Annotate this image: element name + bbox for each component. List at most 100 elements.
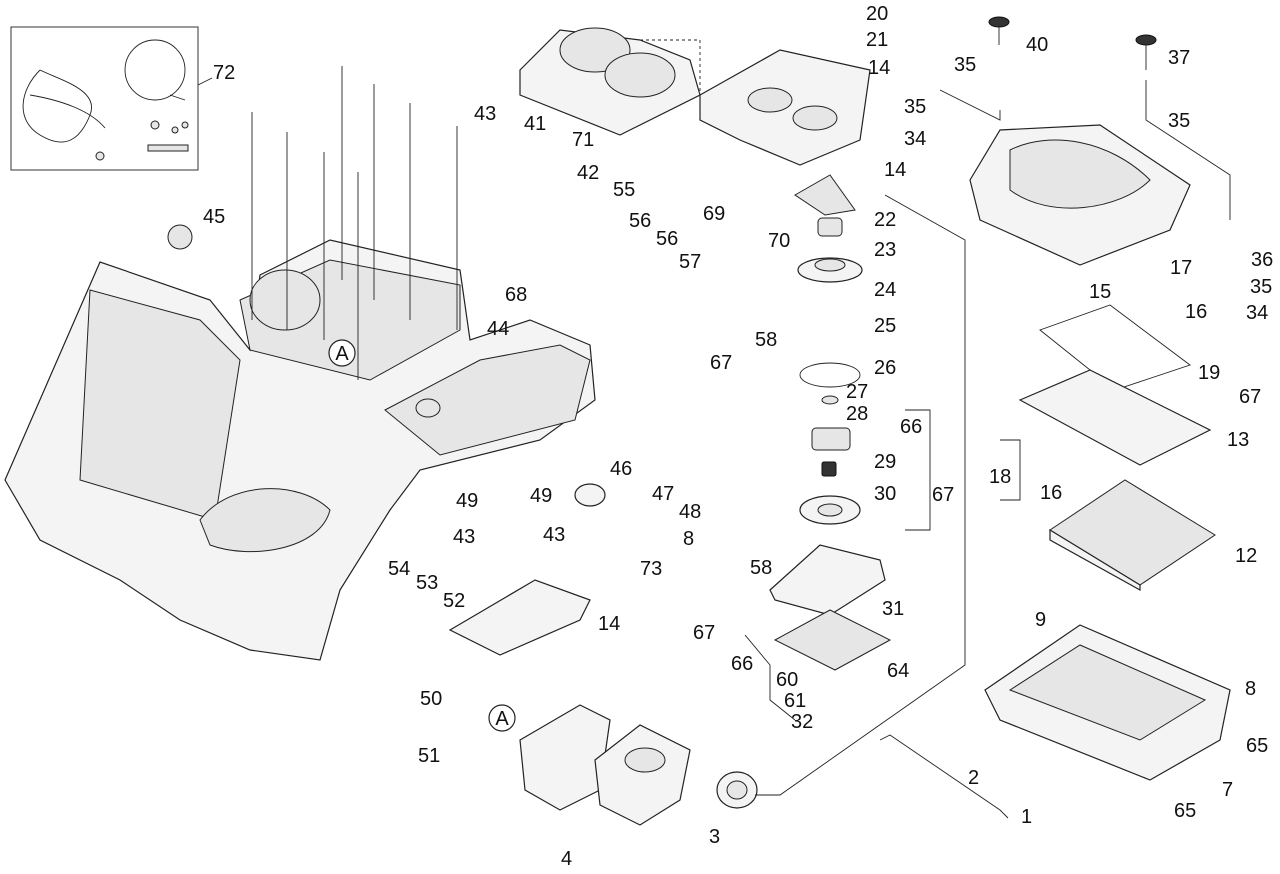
callout-c50: 50 xyxy=(420,688,442,710)
callout-c67b: 67 xyxy=(932,484,954,506)
twin-motor-assembly xyxy=(519,27,701,136)
callout-c4: 4 xyxy=(561,848,572,870)
callout-c43b: 43 xyxy=(453,526,475,548)
callout-c27: 27 xyxy=(846,381,868,403)
callout-c28: 28 xyxy=(846,403,868,425)
callout-c25: 25 xyxy=(874,315,896,337)
callout-c42: 42 xyxy=(577,162,599,184)
tank-9 xyxy=(984,624,1231,781)
callout-c66b: 66 xyxy=(731,653,753,675)
callout-c36: 36 xyxy=(1251,249,1273,271)
cable-kit-inset xyxy=(10,26,213,171)
callout-c54: 54 xyxy=(388,558,410,580)
callout-c57: 57 xyxy=(679,251,701,273)
callout-c15: 15 xyxy=(1089,281,1111,303)
callout-c64: 64 xyxy=(887,660,909,682)
callout-c58b: 58 xyxy=(750,557,772,579)
callout-c1: 1 xyxy=(1021,806,1032,828)
marker-a-upper: A xyxy=(328,339,356,367)
center-column xyxy=(769,174,892,671)
callout-c49a: 49 xyxy=(456,490,478,512)
callout-c14c: 14 xyxy=(598,613,620,635)
callout-c3: 3 xyxy=(709,826,720,848)
callout-c37: 37 xyxy=(1168,47,1190,69)
callout-c32: 32 xyxy=(791,711,813,733)
callout-c72: 72 xyxy=(213,62,235,84)
gasket-19 xyxy=(1039,304,1191,391)
callout-c67c: 67 xyxy=(1239,386,1261,408)
callout-c24: 24 xyxy=(874,279,896,301)
callout-c65a: 65 xyxy=(1246,735,1268,757)
callout-c16b: 16 xyxy=(1040,482,1062,504)
callout-c43c: 43 xyxy=(543,524,565,546)
callout-c56a: 56 xyxy=(629,210,651,232)
callout-c48: 48 xyxy=(679,501,701,523)
cover-plate-14 xyxy=(448,579,591,656)
marker-a-lower: A xyxy=(488,704,516,732)
callout-c19: 19 xyxy=(1198,362,1220,384)
main-housing xyxy=(4,239,596,661)
callout-c43a: 43 xyxy=(474,103,496,125)
callout-c51: 51 xyxy=(418,745,440,767)
callout-c12: 12 xyxy=(1235,545,1257,567)
filter-12 xyxy=(1049,479,1216,592)
callout-c14a: 14 xyxy=(868,57,890,79)
callout-c31: 31 xyxy=(882,598,904,620)
front-module xyxy=(519,704,758,826)
callout-c22: 22 xyxy=(874,209,896,231)
callout-c34a: 34 xyxy=(904,128,926,150)
callout-c9: 9 xyxy=(1035,609,1046,631)
callout-c73: 73 xyxy=(640,558,662,580)
callout-c60: 60 xyxy=(776,669,798,691)
callout-c49b: 49 xyxy=(530,485,552,507)
callout-c8a: 8 xyxy=(683,528,694,550)
callout-c56b: 56 xyxy=(656,228,678,250)
callout-c71: 71 xyxy=(572,129,594,151)
callout-c44: 44 xyxy=(487,318,509,340)
callout-c41: 41 xyxy=(524,113,546,135)
seal-13 xyxy=(1018,369,1212,466)
motor-mount-plate xyxy=(699,49,871,166)
callout-c35a: 35 xyxy=(954,54,976,76)
callout-c53: 53 xyxy=(416,572,438,594)
callout-c26: 26 xyxy=(874,357,896,379)
callout-c55: 55 xyxy=(613,179,635,201)
callout-c61: 61 xyxy=(784,690,806,712)
housing-screws xyxy=(251,66,458,380)
tank-lid xyxy=(969,16,1191,266)
callout-c35c: 35 xyxy=(1168,110,1190,132)
callout-c35b: 35 xyxy=(904,96,926,118)
callout-c47: 47 xyxy=(652,483,674,505)
ring-46 xyxy=(574,483,606,507)
callout-c20: 20 xyxy=(866,3,888,25)
callout-c8b: 8 xyxy=(1245,678,1256,700)
callout-c17: 17 xyxy=(1170,257,1192,279)
cap-45 xyxy=(167,224,193,250)
callout-c35d: 35 xyxy=(1250,276,1272,298)
callout-c13: 13 xyxy=(1227,429,1249,451)
callout-c29: 29 xyxy=(874,451,896,473)
leader-lines xyxy=(744,80,1231,796)
callout-c40: 40 xyxy=(1026,34,1048,56)
callout-c2: 2 xyxy=(968,767,979,789)
callout-c68: 68 xyxy=(505,284,527,306)
callout-c21: 21 xyxy=(866,29,888,51)
callout-c67a: 67 xyxy=(710,352,732,374)
callout-c14b: 14 xyxy=(884,159,906,181)
callout-c30: 30 xyxy=(874,483,896,505)
part-callouts: 1234788912131414141516161718192021222324… xyxy=(203,3,1273,870)
callout-c69: 69 xyxy=(703,203,725,225)
marker-a-lower-label: A xyxy=(495,708,509,730)
callout-c46: 46 xyxy=(610,458,632,480)
callout-c34b: 34 xyxy=(1246,302,1268,324)
callout-c7: 7 xyxy=(1222,779,1233,801)
hose-2 xyxy=(879,734,1009,819)
callout-c65b: 65 xyxy=(1174,800,1196,822)
callout-c23: 23 xyxy=(874,239,896,261)
callout-c67d: 67 xyxy=(693,622,715,644)
marker-a-upper-label: A xyxy=(335,343,349,365)
callout-c70: 70 xyxy=(768,230,790,252)
callout-c52: 52 xyxy=(443,590,465,612)
callout-c16a: 16 xyxy=(1185,301,1207,323)
